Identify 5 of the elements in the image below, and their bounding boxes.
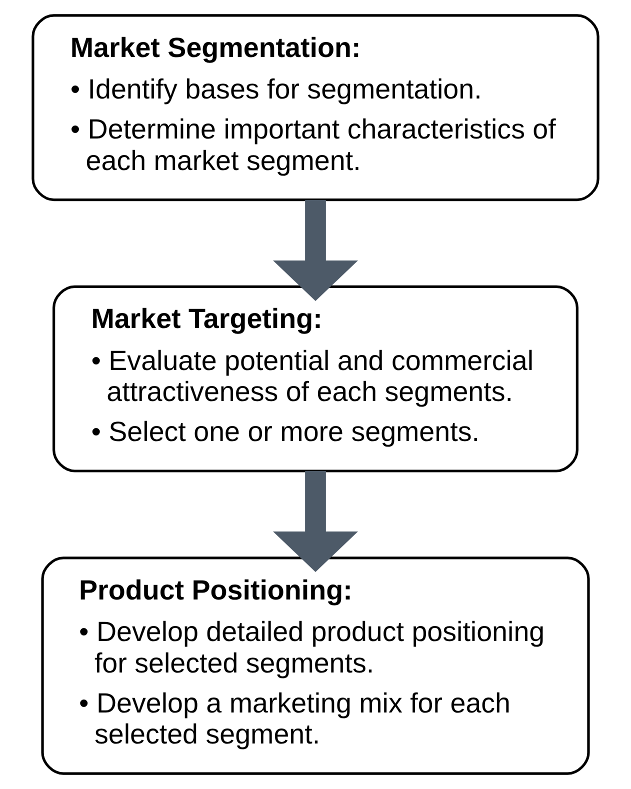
- node-box: Market Targeting: • Evaluate potential and commercial attractiveness of each segments. • Select one or more segments.: [52, 285, 578, 472]
- arrow: [273, 471, 358, 572]
- node-box: Product Positioning: • Develop detailed product positioning for selected segments. • Develop a marketing mix for each selected segment.: [41, 556, 590, 775]
- arrow: [273, 200, 358, 301]
- node-box: Market Segmentation: • Identify bases for segmentation. • Determine important characteristics of each market segment.: [32, 14, 600, 202]
